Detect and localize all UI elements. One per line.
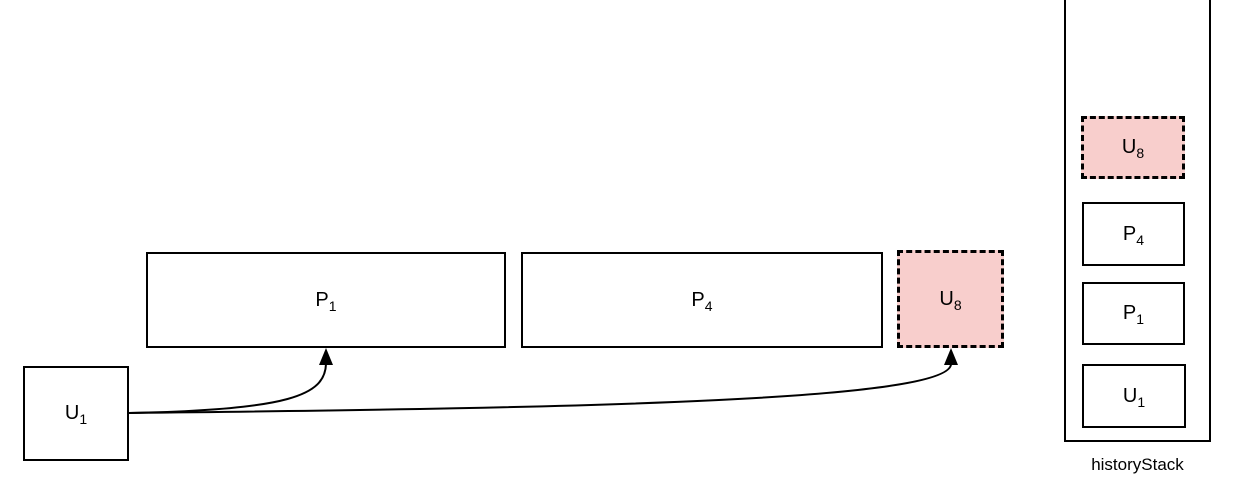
stack-item-p4: P4 (1082, 202, 1185, 266)
timeline-block-u8: U8 (897, 250, 1004, 348)
stack-item-u1: U1 (1082, 364, 1186, 428)
source-block-u1-label: U1 (64, 402, 88, 427)
timeline-block-p1-label: P1 (315, 288, 337, 314)
stack-item-p1-label: P1 (1122, 302, 1145, 327)
source-block-u1: U1 (23, 366, 129, 461)
timeline-block-p1: P1 (146, 252, 506, 348)
stack-item-u8: U8 (1081, 116, 1185, 179)
timeline-block-p4-label: P4 (691, 288, 713, 314)
stack-item-p4-label: P4 (1122, 222, 1145, 248)
arrow-u1-to-u8 (128, 363, 952, 414)
timeline-block-p4: P4 (521, 252, 883, 348)
timeline-block-u8-label: U8 (939, 287, 962, 313)
arrow-u1-to-p1 (128, 363, 327, 414)
history-stack-label: historyStack (1091, 455, 1184, 474)
stack-item-p1: P1 (1082, 282, 1185, 345)
stack-item-u1-label: U1 (1122, 384, 1146, 410)
arrowhead-u8 (944, 348, 958, 365)
stack-item-u8-label: U8 (1121, 136, 1145, 161)
arrowhead-p1 (319, 348, 333, 365)
